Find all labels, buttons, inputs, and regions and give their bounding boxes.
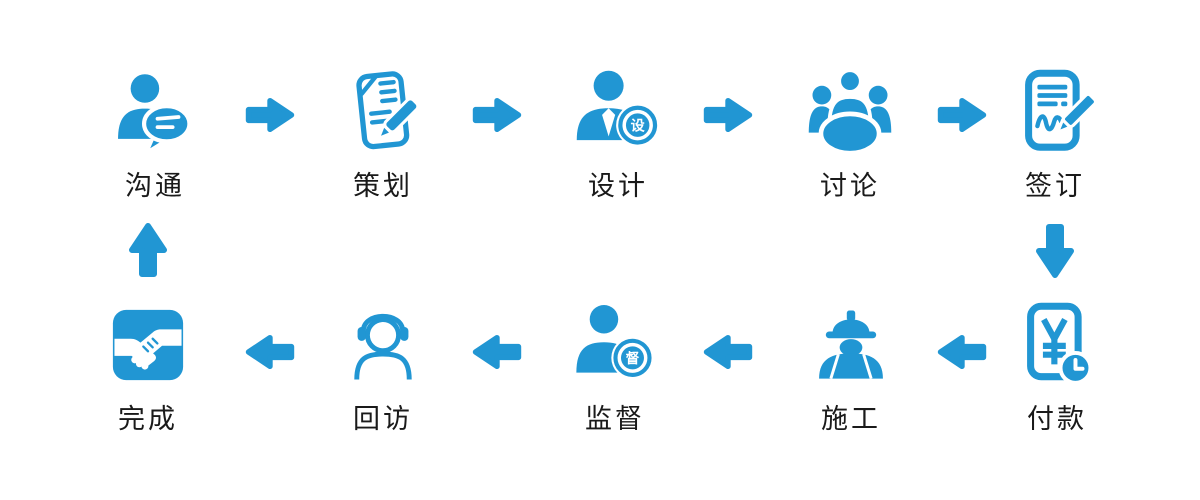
arrow-up-icon <box>125 221 171 279</box>
construction-worker-icon <box>819 310 883 380</box>
payment-clock-icon <box>1027 302 1093 385</box>
arrow-right-icon <box>244 95 296 135</box>
flow-step-design: 设 设计 <box>533 62 703 202</box>
designer-badge-icon: 设 <box>576 70 660 147</box>
flow-step-communication: 沟通 <box>70 62 240 202</box>
arrow-right-icon <box>702 95 754 135</box>
support-headset-icon <box>354 314 412 380</box>
meeting-group-icon <box>808 68 892 156</box>
flow-step-discussion: 讨论 <box>765 62 935 202</box>
handshake-icon <box>112 309 184 381</box>
arrow-left-icon <box>244 332 296 372</box>
step-label: 付款 <box>1027 404 1087 434</box>
arrow-left-icon <box>471 332 523 372</box>
arrow-down-icon <box>1032 222 1078 280</box>
supervision-badge-character: 督 <box>626 350 640 366</box>
step-label: 监督 <box>585 404 645 434</box>
flow-step-supervision: 督 监督 <box>530 295 700 435</box>
step-label: 回访 <box>353 404 413 434</box>
flow-step-complete: 完成 <box>63 295 233 435</box>
person-chat-icon <box>118 74 192 153</box>
flow-step-payment: 付款 <box>972 295 1142 435</box>
arrow-right-icon <box>471 95 523 135</box>
flow-step-planning: 策划 <box>298 62 468 202</box>
arrow-left-icon <box>702 332 754 372</box>
supervisor-badge-icon: 督 <box>576 304 654 380</box>
step-label: 完成 <box>118 404 178 434</box>
step-label: 施工 <box>821 404 881 434</box>
document-pen-icon <box>356 71 420 150</box>
design-badge-character: 设 <box>631 117 646 133</box>
arrow-left-icon <box>936 332 988 372</box>
step-label: 策划 <box>353 171 413 201</box>
flow-step-signing: 签订 <box>970 62 1140 202</box>
step-label: 设计 <box>588 171 648 201</box>
contract-sign-icon <box>1025 69 1097 151</box>
flow-step-construction: 施工 <box>766 295 936 435</box>
arrow-right-icon <box>936 95 988 135</box>
step-label: 签订 <box>1025 171 1085 201</box>
step-label: 讨论 <box>820 171 880 201</box>
yuan-symbol <box>1041 318 1068 365</box>
step-label: 沟通 <box>125 171 185 201</box>
flow-step-callback: 回访 <box>298 295 468 435</box>
